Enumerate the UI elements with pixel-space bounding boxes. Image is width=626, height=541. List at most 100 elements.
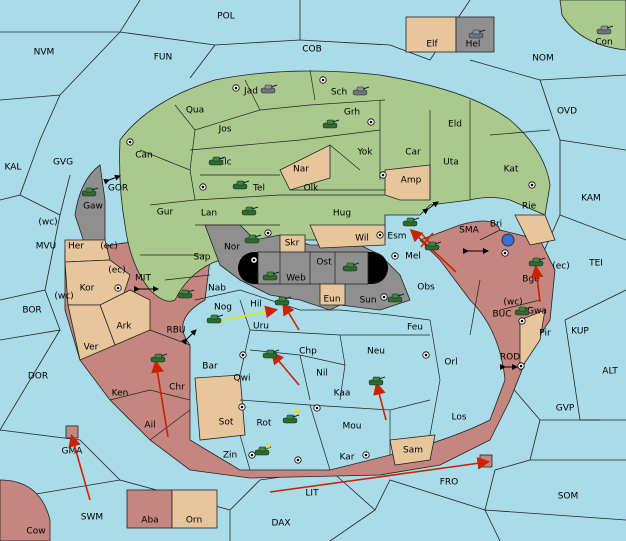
order-arrows bbox=[68, 228, 544, 501]
land-label-gwa: Gwa bbox=[527, 307, 547, 317]
supply-center-icon bbox=[362, 451, 370, 459]
sea-label-som: SOM bbox=[558, 492, 579, 502]
land-label-pir: Pir bbox=[539, 329, 551, 339]
land-label-nor: Nor bbox=[224, 243, 240, 253]
province-nar-shape bbox=[279, 144, 331, 191]
land-label-nog: Nog bbox=[214, 303, 232, 313]
province-pir-shape bbox=[519, 309, 546, 372]
sea-label-mvu: MVU bbox=[36, 242, 57, 252]
land-label-aba: Aba bbox=[141, 516, 158, 526]
province-fro-box bbox=[479, 454, 493, 468]
sea-label-bor: BOR bbox=[22, 306, 41, 316]
strait-markers bbox=[103, 174, 518, 370]
land-label-bar: Bar bbox=[202, 362, 218, 372]
land-label-kar: Kar bbox=[340, 453, 355, 463]
supply-center-icon bbox=[319, 76, 327, 84]
sea-label-gvp: GVP bbox=[556, 404, 575, 414]
land-label-lan: Lan bbox=[201, 209, 217, 219]
supply-center-icon bbox=[422, 351, 430, 359]
sea-label-rod: ROD bbox=[500, 353, 520, 363]
supply-center-icon bbox=[391, 252, 399, 260]
land-label-wc2: (wc) bbox=[54, 292, 73, 302]
land-label-amp: Amp bbox=[401, 176, 422, 186]
land-labels: Jad Sch Qua Jos Grh Eld Can Yok Car Elc … bbox=[26, 38, 612, 537]
land-label-jos: Jos bbox=[218, 125, 232, 135]
sea-label-nom: NOM bbox=[532, 54, 554, 64]
province-amp-shape bbox=[384, 164, 431, 201]
land-label-chr: Chr bbox=[169, 383, 185, 393]
land-label-car: Car bbox=[405, 148, 421, 158]
province-cow-shape bbox=[0, 479, 51, 541]
land-label-ken: Ken bbox=[112, 389, 129, 399]
supply-center-icon bbox=[199, 183, 207, 191]
supply-center-icon bbox=[250, 256, 258, 264]
land-label-chp: Chp bbox=[299, 347, 317, 357]
land-label-con: Con bbox=[595, 38, 613, 48]
sea-label-fun: FUN bbox=[154, 53, 173, 63]
sea-label-kup: KUP bbox=[571, 327, 589, 337]
land-label-hug: Hug bbox=[333, 209, 351, 219]
dislodged-star-icon: ★ bbox=[293, 407, 301, 417]
land-label-kaa: Kaa bbox=[334, 389, 351, 399]
province-wil-shape bbox=[309, 224, 386, 249]
land-label-hil: Hil bbox=[250, 300, 262, 310]
land-label-ark: Ark bbox=[116, 322, 132, 332]
land-label-skr: Skr bbox=[285, 239, 300, 249]
land-label-rot: Rot bbox=[257, 419, 272, 429]
sea-label-buc: BUC bbox=[492, 310, 511, 320]
land-label-sot: Sot bbox=[219, 418, 234, 428]
land-label-web: Web bbox=[286, 274, 306, 284]
supply-center-icon bbox=[248, 451, 256, 459]
fleet-bri-icon[interactable] bbox=[501, 233, 515, 247]
land-label-eld: Eld bbox=[448, 120, 462, 130]
land-label-eun: Eun bbox=[323, 295, 340, 305]
sea-labels: POL NVM FUN COB NOM OVD KAL GVG KAM MVU … bbox=[5, 12, 619, 529]
land-label-gma: GMA bbox=[62, 447, 84, 457]
sea-label-mit: MIT bbox=[135, 274, 151, 284]
supply-center-icon bbox=[294, 456, 302, 464]
land-label-wc1: (wc) bbox=[38, 218, 57, 228]
supply-center-icon bbox=[313, 404, 321, 412]
land-label-elc: Elc bbox=[218, 158, 231, 168]
land-label-orn: Orn bbox=[186, 516, 202, 526]
land-label-uta: Uta bbox=[443, 158, 459, 168]
supply-center-icon bbox=[376, 231, 384, 239]
land-label-bge: Bge bbox=[522, 275, 540, 285]
land-label-kor: Kor bbox=[80, 284, 95, 294]
land-label-feu: Feu bbox=[407, 323, 423, 333]
province-sam-shape bbox=[389, 434, 436, 466]
land-label-nar: Nar bbox=[293, 165, 309, 175]
supply-center-icon bbox=[238, 403, 246, 411]
land-label-sam: Sam bbox=[403, 446, 423, 456]
land-label-nab: Nab bbox=[208, 284, 226, 294]
land-label-mou: Mou bbox=[343, 422, 362, 432]
sea-label-ovd: OVD bbox=[557, 107, 577, 117]
land-label-jad: Jad bbox=[243, 87, 258, 97]
land-label-ec2: (ec) bbox=[108, 266, 126, 276]
land-label-gaw: Gaw bbox=[83, 202, 103, 212]
land-label-sap: Sap bbox=[194, 253, 211, 263]
land-label-grh: Grh bbox=[344, 108, 360, 118]
land-label-zin: Zin bbox=[223, 451, 237, 461]
land-label-sch: Sch bbox=[331, 88, 347, 98]
land-label-orl: Orl bbox=[444, 358, 457, 368]
supply-center-icon bbox=[379, 171, 387, 179]
land-label-yok: Yok bbox=[356, 148, 373, 158]
supply-center-icon bbox=[501, 249, 509, 257]
supply-center-icon bbox=[264, 229, 272, 237]
province-sot-shape bbox=[194, 374, 246, 441]
province-red-ring bbox=[64, 220, 556, 479]
sea-label-pol: POL bbox=[217, 12, 235, 22]
sea-label-tei: TEI bbox=[588, 259, 603, 269]
province-kor-shape bbox=[64, 259, 131, 306]
land-label-elf: Elf bbox=[426, 40, 438, 50]
land-label-neu: Neu bbox=[367, 347, 385, 357]
land-label-her: Her bbox=[68, 242, 84, 252]
land-label-hel: Hel bbox=[466, 40, 481, 50]
supply-center-icon bbox=[126, 138, 134, 146]
land-label-ail: Ail bbox=[144, 421, 155, 431]
land-label-can: Can bbox=[135, 151, 153, 161]
province-orn-shape bbox=[171, 489, 218, 529]
sea-label-dor: DOR bbox=[28, 372, 48, 382]
